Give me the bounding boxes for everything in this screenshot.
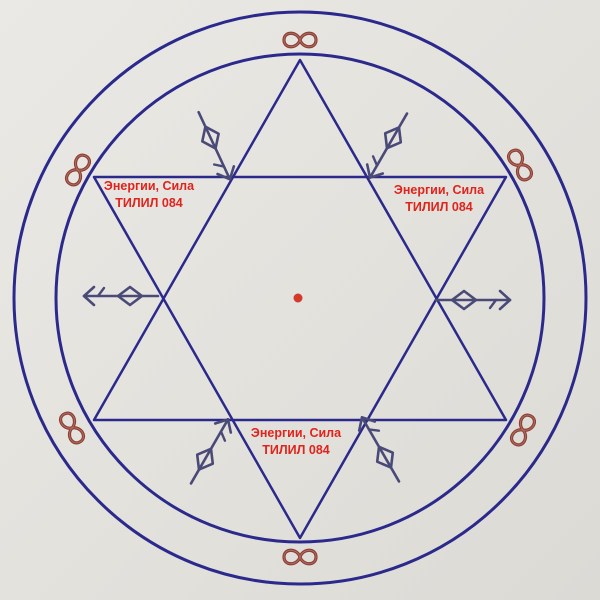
energy-label-right-line2: ТИЛИЛ 084	[405, 200, 473, 214]
inner-circle	[54, 52, 546, 544]
energy-label-bottom: Энергии, Сила ТИЛИЛ 084	[226, 425, 366, 459]
outer-circle	[12, 10, 588, 586]
infinity-icon-bottom	[282, 548, 318, 566]
energy-label-left-line2: ТИЛИЛ 084	[115, 196, 183, 210]
rune-icon-upper-right	[360, 107, 417, 184]
energy-label-bottom-line2: ТИЛИЛ 084	[262, 443, 330, 457]
downward-triangle	[92, 175, 508, 540]
energy-label-bottom-line1: Энергии, Сила	[250, 426, 342, 440]
rune-icon-upper-left	[189, 107, 240, 185]
energy-label-left: Энергии, Сила ТИЛИЛ 084	[79, 178, 219, 212]
rune-icon-left	[82, 285, 160, 307]
energy-label-right-line1: Энергии, Сила	[393, 183, 485, 197]
energy-label-left-line1: Энергии, Сила	[103, 179, 195, 193]
center-dot	[293, 293, 303, 303]
infinity-icon-lower-left	[56, 409, 88, 447]
infinity-icon-top	[282, 31, 318, 49]
rune-icon-right	[434, 289, 512, 311]
upward-triangle	[92, 58, 508, 422]
energy-label-right: Энергии, Сила ТИЛИЛ 084	[369, 182, 509, 216]
